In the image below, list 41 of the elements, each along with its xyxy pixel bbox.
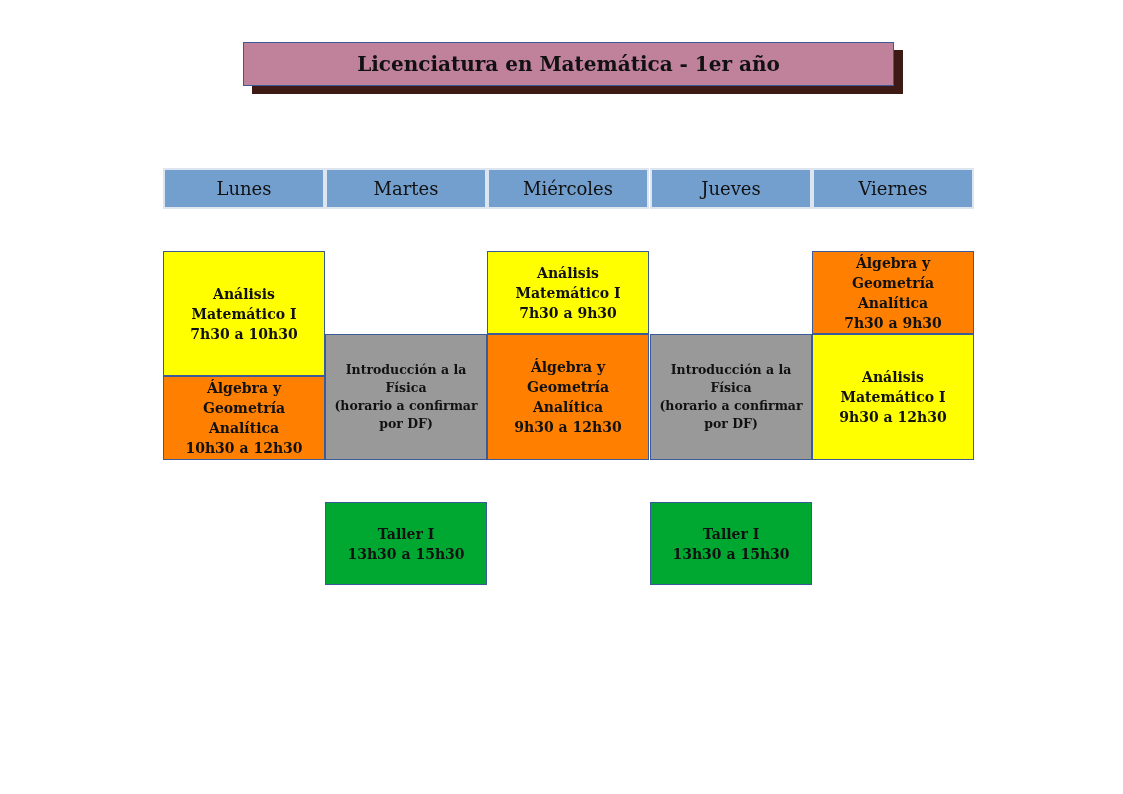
day-header (812, 168, 974, 209)
class-time: 13h30 a 15h30 (347, 544, 465, 564)
course-name: Álgebra y Geometría Analítica (850, 253, 936, 313)
course-name: Álgebra y Geometría Analítica (525, 357, 611, 417)
course-name: Taller I (702, 524, 760, 544)
course-name: Análisis Matemático I (839, 368, 947, 407)
class-time: (horario a confirmar por DF) (658, 397, 804, 433)
class-time: 10h30 a 12h30 (185, 439, 303, 458)
day-name: Jueves (701, 178, 761, 199)
class-block (812, 251, 974, 334)
class-time: 9h30 a 12h30 (839, 408, 947, 427)
class-block (650, 334, 812, 460)
day-name: Martes (373, 178, 439, 199)
class-block (163, 376, 325, 460)
course-name: Introducción a la Física (669, 361, 793, 397)
course-name: Álgebra y Geometría Analítica (201, 378, 287, 438)
class-time: 13h30 a 15h30 (672, 544, 790, 564)
day-name: Viernes (858, 178, 928, 199)
day-name: Lunes (216, 178, 272, 199)
class-block (487, 334, 649, 460)
class-time: (horario a confirmar por DF) (333, 397, 479, 433)
class-block (812, 334, 974, 460)
class-time: 9h30 a 12h30 (514, 418, 622, 437)
title-text: Licenciatura en Matemática - 1er año (357, 52, 780, 76)
day-header (650, 168, 812, 209)
course-name: Taller I (377, 524, 435, 544)
class-block (487, 251, 649, 334)
class-time: 7h30 a 9h30 (519, 303, 617, 323)
class-block (163, 251, 325, 376)
day-header (163, 168, 325, 209)
course-name: Análisis Matemático I (514, 263, 622, 303)
class-block (650, 502, 812, 585)
class-block (325, 502, 487, 585)
course-name: Introducción a la Física (344, 361, 468, 397)
day-name: Miércoles (523, 178, 613, 199)
course-name: Análisis Matemático I (190, 284, 298, 324)
day-header (487, 168, 649, 209)
class-block (325, 334, 487, 460)
class-time: 7h30 a 9h30 (844, 313, 942, 333)
class-time: 7h30 a 10h30 (190, 324, 298, 344)
day-header (325, 168, 487, 209)
